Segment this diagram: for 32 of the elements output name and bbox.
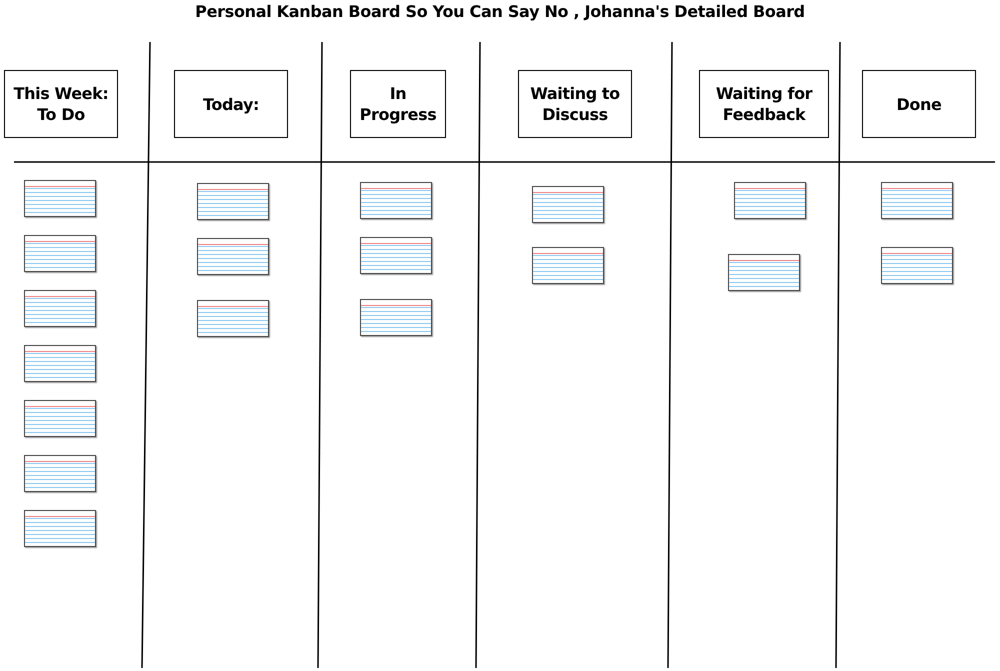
index-card (532, 186, 604, 223)
column-header-box (174, 70, 288, 138)
column-title: Waiting for Feedback (714, 83, 814, 125)
index-card (881, 247, 953, 284)
column-header-box (4, 70, 118, 138)
index-card (360, 182, 432, 219)
index-card (197, 238, 269, 275)
index-card (24, 510, 96, 547)
column-title: Done (896, 94, 942, 114)
column-title: Today: (203, 94, 259, 114)
column-title: In Progress (358, 83, 438, 125)
index-card (24, 290, 96, 327)
index-card (881, 182, 953, 219)
index-card (728, 254, 800, 291)
index-card (734, 182, 806, 219)
index-card (24, 180, 96, 217)
index-card (197, 300, 269, 337)
column-header-box (518, 70, 632, 138)
column-title: Waiting to Discuss (529, 83, 621, 125)
index-card (360, 299, 432, 336)
board-title: Personal Kanban Board So You Can Say No , Johanna's Detailed Board (194, 2, 806, 21)
index-card (24, 455, 96, 492)
index-card (532, 247, 604, 284)
column-title: This Week: To Do (12, 83, 110, 125)
index-card (24, 400, 96, 437)
index-card (360, 237, 432, 274)
index-card (24, 235, 96, 272)
column-header-box (699, 70, 829, 138)
column-header-box (862, 70, 976, 138)
column-header-box (350, 70, 446, 138)
index-card (197, 183, 269, 220)
index-card (24, 345, 96, 382)
